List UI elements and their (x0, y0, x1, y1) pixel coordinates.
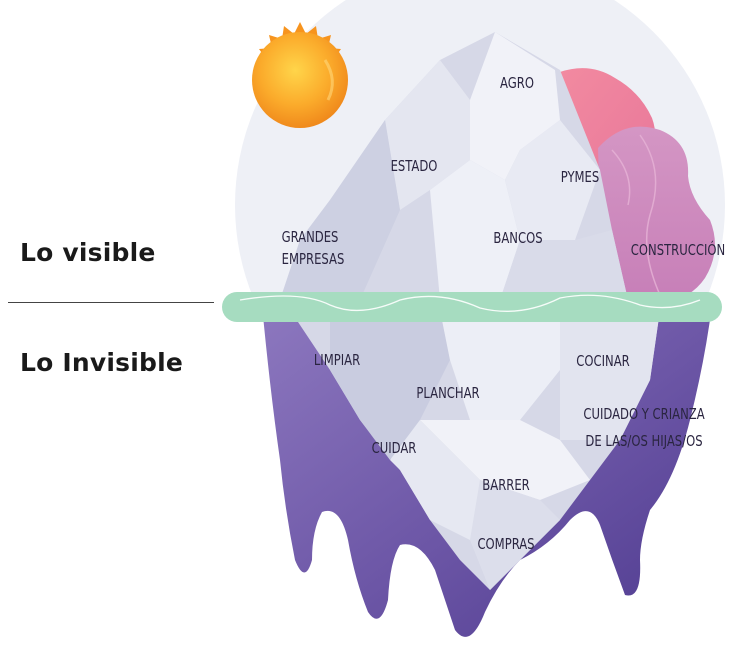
label-cuidado-1: CUIDADO Y CRIANZA (583, 405, 705, 423)
water-surface (222, 292, 722, 322)
label-planchar: PLANCHAR (416, 384, 480, 402)
label-grandes: GRANDES (281, 228, 339, 246)
label-bancos: BANCOS (493, 229, 543, 247)
divider-line (8, 302, 214, 303)
label-estado: ESTADO (390, 157, 438, 175)
label-empresas: EMPRESAS (281, 250, 345, 268)
iceberg-top (280, 32, 628, 300)
label-cuidado-2: DE LAS/OS HIJAS/OS (585, 432, 703, 450)
iceberg-bottom (290, 310, 660, 590)
label-cocinar: COCINAR (576, 352, 630, 370)
label-compras: COMPRAS (477, 535, 535, 553)
mauve-wave-shape (598, 126, 715, 300)
label-barrer: BARRER (482, 476, 530, 494)
sun-icon (252, 22, 348, 128)
label-limpiar: LIMPIAR (313, 351, 361, 369)
label-cuidar: CUIDAR (371, 439, 417, 457)
invisible-label: Lo Invisible (20, 348, 184, 377)
visible-label: Lo visible (20, 238, 156, 267)
label-pymes: PYMES (560, 168, 600, 186)
label-agro: AGRO (500, 74, 534, 92)
label-construccion: CONSTRUCCIÓN (630, 241, 726, 259)
